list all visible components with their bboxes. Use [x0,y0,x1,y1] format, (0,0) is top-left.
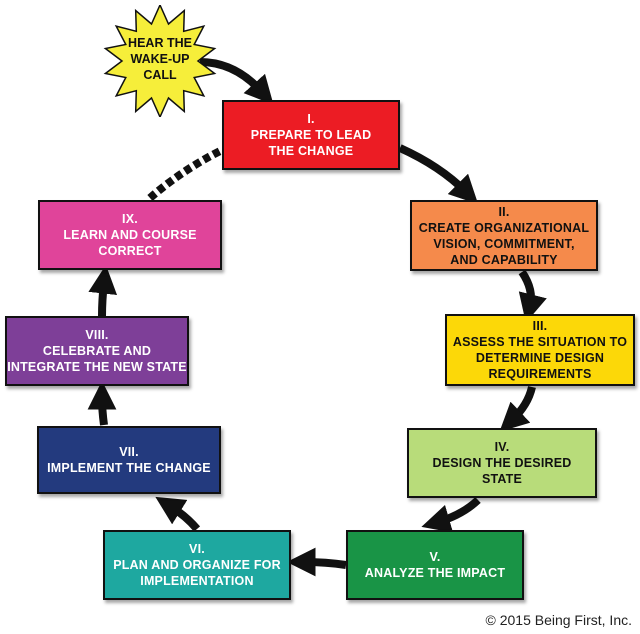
stage-8-celebrate-and-integrate: VIII. CELEBRATE AND INTEGRATE THE NEW ST… [5,316,189,386]
stage-label-line: CORRECT [98,244,162,258]
stage-label-line: IMPLEMENTATION [140,574,254,588]
stage-7-implement-change: VII. IMPLEMENT THE CHANGE [37,426,221,494]
arrow-assess-to-design [499,386,536,432]
stage-numeral: VIII. [85,328,109,342]
stage-4-design-desired-state: IV. DESIGN THE DESIRED STATE [407,428,597,498]
stage-label-line: PREPARE TO LEAD [250,128,372,142]
stage-3-assess-situation: III. ASSESS THE SITUATION TO DETERMINE D… [445,314,635,386]
stage-label-line: AND CAPABILITY [450,252,558,267]
copyright-notice: © 2015 Being First, Inc. [485,612,633,628]
stage-label-line: DESIGN THE DESIRED [432,456,572,470]
arrow-implement-to-celebrate [87,380,117,426]
wake-up-call-line: CALL [143,68,177,82]
stage-label-line: INTEGRATE THE NEW STATE [7,360,187,374]
arrow-plan-to-implement [155,496,201,532]
stage-numeral: III. [532,319,548,333]
arrow-analyze-to-plan [286,547,347,577]
wake-up-call-line: HEAR THE [128,36,192,50]
stage-label-line: LEARN AND COURSE [63,228,197,242]
stage-5-analyze-impact: V. ANALYZE THE IMPACT [346,530,524,600]
stage-numeral: VII. [119,445,139,459]
stage-2-create-vision: II. CREATE ORGANIZATIONAL VISION, COMMIT… [410,200,598,271]
stage-label-line: VISION, COMMITMENT, [433,236,575,251]
arrow-learn-to-prepare-dashed [147,146,224,202]
stage-label-line: REQUIREMENTS [488,367,592,381]
stage-label-line: THE CHANGE [268,144,354,158]
stage-numeral: IX. [122,212,138,226]
arrow-prepare-to-create [398,144,479,205]
stage-label-line: STATE [481,472,523,486]
stage-label-line: IMPLEMENT THE CHANGE [47,461,211,475]
stage-label-line: CELEBRATE AND [42,344,152,358]
arrow-celebrate-to-learn [88,264,118,317]
arrow-design-to-analyze [421,497,481,533]
starburst-shape [103,5,217,117]
stage-numeral: VI. [189,542,205,556]
wake-up-call-label: HEAR THE WAKE-UP CALL [100,35,220,83]
stage-numeral: IV. [494,440,510,454]
stage-label-line: CREATE ORGANIZATIONAL [418,220,590,235]
arrow-create-to-assess [518,269,547,323]
stage-numeral: V. [429,550,441,564]
stage-numeral: II. [498,204,510,219]
stage-6-plan-and-organize: VI. PLAN AND ORGANIZE FOR IMPLEMENTATION [103,530,291,600]
stage-numeral: I. [307,112,315,126]
stage-9-learn-and-course-correct: IX. LEARN AND COURSE CORRECT [38,200,222,270]
wake-up-call-starburst: HEAR THE WAKE-UP CALL [100,5,220,117]
stage-label-line: DETERMINE DESIGN [475,351,605,365]
stage-label-line: PLAN AND ORGANIZE FOR [113,558,281,572]
stage-1-prepare-to-lead: I. PREPARE TO LEAD THE CHANGE [222,100,400,170]
stage-label-line: ASSESS THE SITUATION TO [452,335,628,349]
arrow-wakeup-to-prepare [199,58,274,105]
wake-up-call-line: WAKE-UP [130,52,190,66]
stage-label-line: ANALYZE THE IMPACT [364,566,506,580]
